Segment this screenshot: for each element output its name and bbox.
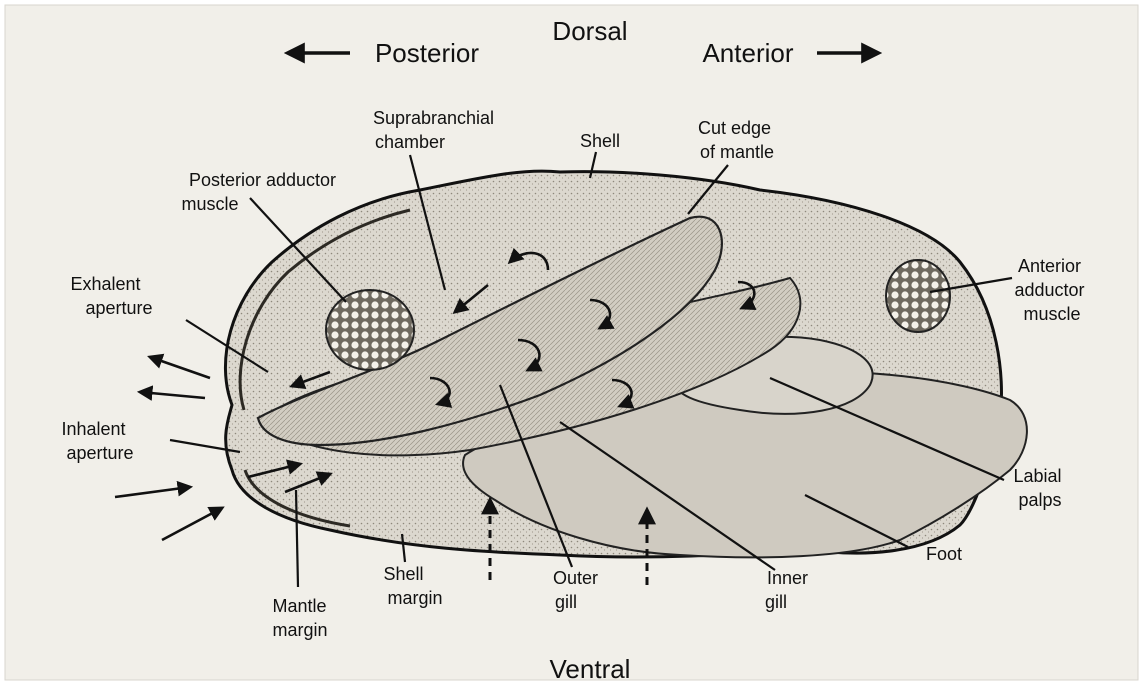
- label-shell: Shell: [580, 131, 620, 151]
- label-foot: Foot: [926, 544, 962, 564]
- label-anterior-adductor-muscle: Anterior adductor muscle: [1014, 256, 1089, 324]
- posterior-adductor-muscle-shape: [326, 290, 414, 370]
- label-ventral: Ventral: [550, 654, 631, 684]
- anterior-adductor-muscle-shape: [886, 260, 950, 332]
- label-anterior: Anterior: [702, 38, 793, 68]
- label-posterior: Posterior: [375, 38, 479, 68]
- label-dorsal: Dorsal: [552, 16, 627, 46]
